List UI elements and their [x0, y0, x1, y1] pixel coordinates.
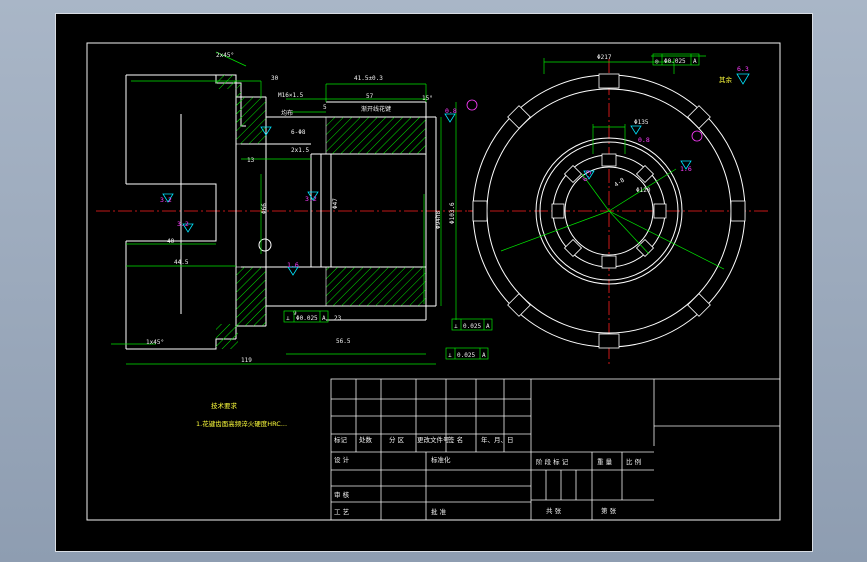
tb-design: 设 计	[334, 455, 350, 464]
spline-teeth	[551, 153, 667, 269]
tb-count: 处数	[359, 435, 373, 444]
dim-chamfer-bottom: 1x45°	[146, 339, 164, 346]
dim-9: 9	[293, 310, 297, 317]
section-dimension-lines	[111, 51, 457, 365]
outer-slots	[472, 73, 746, 349]
dim-spline: Φ135	[634, 119, 649, 126]
tol2-datum: A	[486, 323, 490, 330]
tol2-value: 0.025	[463, 323, 481, 330]
dim-thread: M16×1.5	[278, 92, 304, 99]
tol3-datum: A	[482, 352, 486, 359]
note-spline: 渐开线花键	[361, 105, 391, 113]
dim-chamfer-top: 2x45°	[216, 52, 234, 59]
tol1-symbol: ⊥	[286, 315, 290, 322]
tech-title: 技术要求	[211, 401, 238, 410]
tb-mark: 标记	[334, 435, 348, 444]
end-tol-symbol: ◎	[655, 58, 659, 65]
roughness-left: 3.2	[160, 196, 172, 204]
tb-standard: 标准化	[431, 455, 451, 464]
dim-5: 5	[323, 104, 327, 111]
tech-line1: 1.花键齿面高频淬火硬度HRC...	[196, 419, 287, 428]
roughness-low: 1.6	[287, 261, 299, 269]
datum-a-marker	[466, 99, 478, 111]
roughness-mid: 3.2	[305, 195, 317, 203]
end-rough-a: 0.8	[638, 136, 650, 144]
dim-119: 119	[241, 357, 252, 364]
tb-sheet-no: 第 张	[601, 506, 617, 515]
note-others: 其余	[719, 75, 733, 84]
dim-out: Φ94h8	[435, 211, 442, 229]
tb-approve: 批 准	[431, 507, 447, 516]
tb-weight: 重 量	[597, 458, 613, 466]
roughness-right: 0.8	[445, 107, 457, 115]
roughness-side: 3.2	[177, 220, 189, 228]
roughness-overall: 6.3	[737, 65, 749, 73]
dim-44: 44.5	[174, 259, 189, 266]
dim-41: 41.5±0.3	[354, 75, 383, 82]
title-block	[330, 378, 781, 521]
end-roughness-marks: 0.8 1.6 6.3	[581, 125, 692, 183]
end-leaders	[500, 55, 725, 270]
tb-sign: 签 名	[448, 435, 463, 444]
tol3-value: 0.025	[457, 352, 475, 359]
tol2-symbol: ⊥	[454, 323, 458, 330]
end-tolerance-frame	[652, 53, 700, 66]
tolerance-frames	[283, 310, 493, 360]
roughness-marks: 3.2 3.2 3.2 1.6 0.8	[160, 107, 457, 276]
section-view: 2x45° 30 41.5±0.3 5 M16×1.5 57 均布 渐开线花键 …	[96, 51, 493, 365]
dim-mid: Φ103.6	[449, 202, 456, 224]
end-datum-marker	[691, 130, 703, 142]
dim-40: 40	[167, 238, 175, 245]
dim-23: 23	[334, 315, 342, 322]
dim-teeth: 6-Φ8	[291, 129, 306, 136]
dim-bore: Φ47	[332, 198, 339, 209]
end-tol-datum: A	[693, 58, 697, 65]
end-tol-value: Φ0.025	[664, 58, 686, 65]
angle-15: 15°	[422, 95, 433, 102]
tb-review: 审 核	[334, 490, 350, 499]
tb-zone: 分 区	[389, 435, 405, 444]
drawing-frame	[86, 42, 781, 521]
tb-process: 工 艺	[334, 508, 350, 516]
tb-scale: 比 例	[626, 457, 641, 466]
tb-date: 年、月、日	[481, 435, 514, 444]
dim-56: 56.5	[336, 338, 351, 345]
end-view: Φ217 Φ135 Φ120 4-8 ◎ Φ0.025 A 其余 6.3	[468, 53, 768, 364]
tb-stage: 阶 段 标 记	[536, 457, 569, 466]
dim-13: 13	[247, 157, 255, 164]
tol1-value: Φ0.025	[296, 315, 318, 322]
dim-66: Φ66	[261, 203, 268, 214]
dim-teeth-end: 4-8	[613, 176, 626, 188]
tol1-datum: A	[322, 315, 326, 322]
hatched-sections	[216, 75, 427, 349]
dim-30: 30	[271, 75, 279, 82]
dim-inner: Φ120	[636, 187, 651, 194]
roughness-overall-symbol	[736, 73, 750, 85]
dim-21: 2x1.5	[291, 147, 309, 154]
tb-sheets: 共 张	[546, 506, 562, 515]
dim-217: Φ217	[597, 54, 612, 61]
tb-change: 更改文件号	[417, 435, 450, 444]
dim-57: 57	[366, 93, 374, 100]
tol3-symbol: ⊥	[448, 352, 452, 359]
note-uniform: 均布	[281, 109, 293, 117]
end-rough-b: 1.6	[680, 165, 692, 173]
drawing-svg: 2x45° 30 41.5±0.3 5 M16×1.5 57 均布 渐开线花键 …	[86, 42, 781, 521]
drawing-canvas[interactable]: 2x45° 30 41.5±0.3 5 M16×1.5 57 均布 渐开线花键 …	[55, 13, 813, 552]
